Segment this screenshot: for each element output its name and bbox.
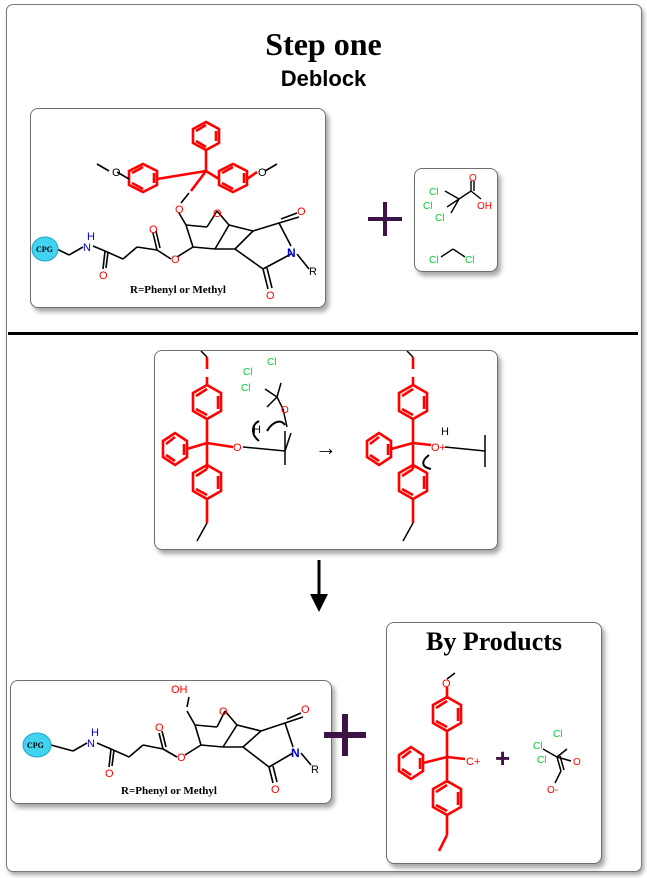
mechanism-dmt-left (161, 357, 234, 523)
product-imide-o-bottom: O (271, 784, 280, 796)
cation-methoxy-o: O (442, 678, 451, 690)
plus-sign-bottom (324, 714, 366, 756)
tcaa-cl-3: Cl (537, 755, 546, 766)
tcaa-cl-2: Cl (533, 741, 542, 752)
reactant-structure: O O (31, 120, 317, 302)
product-cpg-bead (22, 732, 52, 758)
mech-oxonium-h: H (441, 426, 449, 438)
step-title: Step one (265, 26, 382, 62)
down-arrow (310, 560, 328, 612)
cpg-bead (31, 236, 59, 262)
dcm-cl-2: Cl (465, 255, 474, 266)
imide-n: N (287, 246, 296, 260)
section-divider (8, 332, 638, 335)
trityl-cation (397, 687, 466, 852)
ester-o: O (171, 254, 180, 266)
mechanism-structures: O H O Cl Cl Cl → (161, 350, 486, 542)
product-cpg-label: CPG (27, 741, 44, 750)
product-ester-carbonyl-o: O (155, 722, 164, 734)
r-group: R (309, 266, 317, 278)
dmt-group (127, 120, 258, 194)
product-ester-o: O (177, 752, 186, 764)
product-oh: OH (171, 684, 188, 696)
mech-cl-1: Cl (243, 367, 252, 378)
reagents-panel: Cl Cl Cl O OH Cl Cl (414, 168, 498, 272)
dcm-cl-1: Cl (429, 255, 438, 266)
mech-oxonium: O+ (431, 442, 446, 454)
mech-cl-3: Cl (241, 383, 250, 394)
amide-o: O (99, 270, 108, 282)
byproducts-structures: O C+ + Cl Cl Cl O O- (397, 672, 581, 852)
ether-o: O (175, 204, 184, 216)
product-amide-n: N (87, 738, 95, 750)
mechanism-dmt-right (365, 357, 432, 523)
step-subtitle: Deblock (280, 66, 367, 91)
product-amide-o: O (105, 768, 114, 780)
mech-acid-o: O (281, 405, 289, 416)
cpg-label: CPG (36, 245, 53, 254)
tca-cl-1: Cl (429, 187, 438, 198)
mech-ether-o-left: O (233, 442, 242, 454)
methoxy-o-left: O (112, 167, 121, 179)
methoxy-o-right: O (258, 167, 267, 179)
product-panel: OH O O O O O O N R N H CPG R=Phenyl or M… (10, 680, 332, 804)
bridge-o: O (213, 208, 222, 220)
amide-n: N (83, 242, 91, 254)
byproducts-panel: By Products (386, 622, 602, 864)
mech-cl-2: Cl (267, 357, 276, 368)
carbocation-label: C+ (466, 756, 480, 768)
reagents-structures: Cl Cl Cl O OH Cl Cl (423, 173, 492, 266)
tcaa-cl-1: Cl (553, 729, 562, 740)
product-structure: OH O O O O O O N R N H CPG R=Phenyl or M… (22, 684, 319, 797)
product-amide-h: H (91, 727, 99, 739)
tca-carbonyl-o: O (469, 173, 477, 184)
product-bridge-o: O (219, 706, 228, 718)
reactant-r-note: R=Phenyl or Methyl (130, 284, 226, 296)
imide-o-top: O (297, 206, 306, 218)
tca-cl-3: Cl (435, 213, 444, 224)
plus-sign-top (368, 202, 402, 236)
byproducts-plus: + (495, 743, 510, 773)
product-imide-n: N (291, 746, 300, 760)
product-r-group: R (311, 764, 319, 776)
tca-cl-2: Cl (423, 201, 432, 212)
byproducts-title: By Products (425, 627, 563, 656)
amide-h: H (87, 231, 95, 243)
reactant-panel: O O (30, 108, 326, 308)
mechanism-arrow: → (315, 435, 337, 460)
mechanism-panel: O H O Cl Cl Cl → (154, 350, 498, 550)
tcaa-carbonyl-o: O (573, 757, 581, 768)
tca-oh: OH (477, 201, 492, 212)
imide-o-bottom: O (266, 290, 275, 302)
product-imide-o-top: O (301, 704, 310, 716)
mech-proton-h: H (253, 424, 261, 436)
tcaa-o-minus: O- (547, 785, 558, 796)
product-r-note: R=Phenyl or Methyl (121, 785, 217, 797)
ester-carbonyl-o: O (149, 224, 158, 236)
